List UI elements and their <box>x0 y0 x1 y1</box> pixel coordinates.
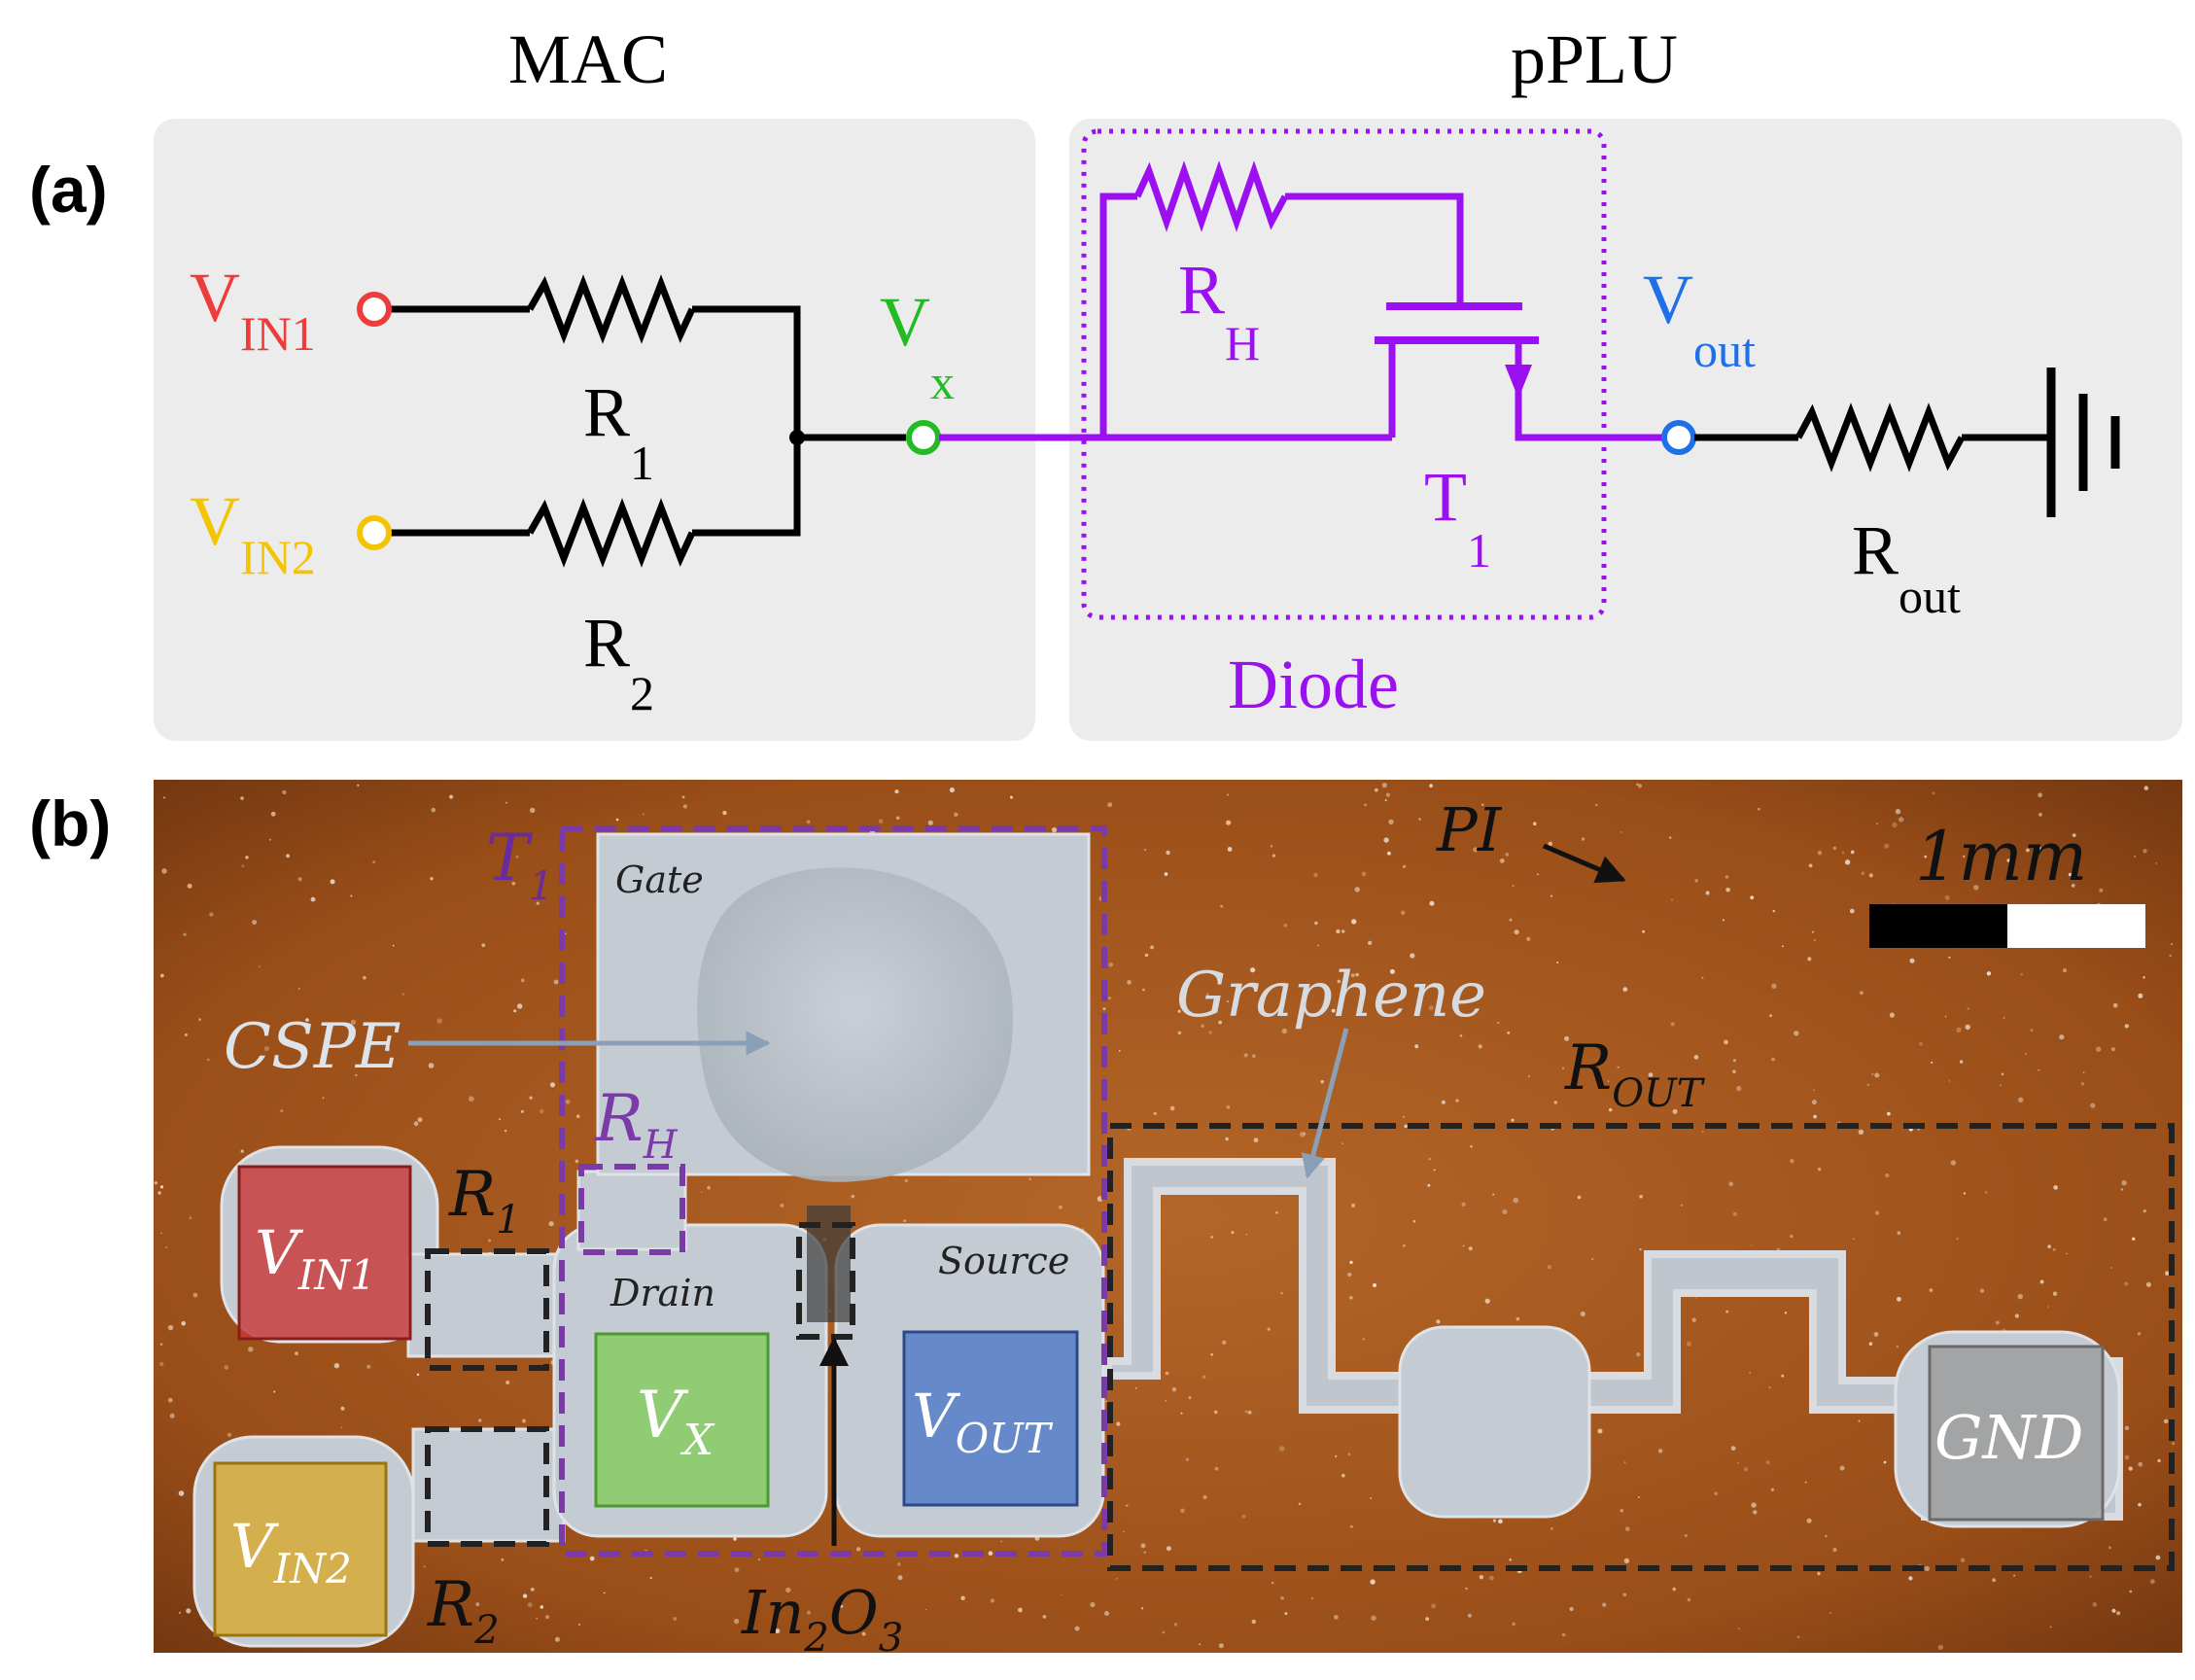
r2-track <box>411 1427 566 1543</box>
vout-photo-label: VOUT <box>912 1381 1054 1462</box>
gnd-photo-label: GND <box>1934 1402 2084 1473</box>
vx-photo-label: VX <box>637 1378 715 1465</box>
junction-dot <box>789 430 805 445</box>
cspe-blob <box>697 867 1013 1182</box>
source-label: Source <box>938 1240 1069 1282</box>
t1-label: T1 <box>1424 458 1491 578</box>
cspe-label: CSPE <box>224 1011 401 1083</box>
source-arrow-icon <box>1505 365 1532 399</box>
r1-dashed-box <box>425 1248 549 1371</box>
r2-label: R2 <box>583 604 654 720</box>
in2o3-dashed-box <box>796 1222 855 1340</box>
drain-label: Drain <box>610 1272 715 1314</box>
pi-arrow-icon <box>1543 843 1626 884</box>
graphene-label: Graphene <box>1176 960 1486 1032</box>
panel-a: (a) MAC pPLU VIN1 VIN2 R1 R2 Vx <box>29 20 2182 741</box>
vin2-photo-label: VIN2 <box>230 1511 352 1592</box>
vout-box <box>902 1330 1079 1507</box>
vout-terminal <box>1661 420 1696 455</box>
rh-label: RH <box>1178 251 1260 370</box>
rout-wiring <box>1694 402 2049 472</box>
dashed-regions <box>425 825 2175 1571</box>
pi-label: PI <box>1436 794 1503 865</box>
vx-box <box>594 1332 770 1508</box>
vx-label: Vx <box>880 283 955 409</box>
ground-icon <box>2046 368 2120 517</box>
t1-photo-label: T1 <box>486 821 553 909</box>
r2-resistor <box>526 498 696 568</box>
vin1-terminal <box>357 292 392 327</box>
panel-b: (b) <box>29 780 2182 1661</box>
mid-pad <box>1398 1325 1591 1519</box>
rout-photo-label: ROUT <box>1564 1032 1706 1116</box>
in2o3-label: In2O3 <box>741 1577 903 1661</box>
pplu-title: pPLU <box>1511 20 1678 98</box>
r1-photo-label: R1 <box>448 1159 521 1242</box>
panel-b-label: (b) <box>29 788 111 859</box>
vin2-terminal <box>357 515 392 550</box>
vin2-label: VIN2 <box>190 482 316 584</box>
rout-dashed-box <box>1107 1123 2175 1571</box>
mac-title: MAC <box>508 20 668 98</box>
r2-dashed-box <box>425 1426 549 1547</box>
scale-bar-black <box>1869 904 2007 948</box>
vx-terminal <box>906 420 941 455</box>
pplu-block <box>1069 119 2182 741</box>
mac-wiring <box>391 274 906 568</box>
gate-label: Gate <box>615 858 704 901</box>
graphene-arrow-icon <box>1301 1028 1349 1179</box>
mac-block <box>154 119 1035 741</box>
rh-track <box>576 1170 687 1251</box>
r1-resistor <box>526 274 696 344</box>
vin1-label: VIN1 <box>190 259 316 361</box>
rh-resistor <box>1133 160 1289 232</box>
rout-resistor <box>1794 402 1966 472</box>
diode-box <box>1081 128 1607 620</box>
vout-label: Vout <box>1643 261 1756 377</box>
r2-photo-label: R2 <box>427 1569 500 1653</box>
vin1-box <box>237 1165 412 1341</box>
rh-dashed-box <box>578 1164 685 1255</box>
r1-label: R1 <box>583 373 654 490</box>
vin1-photo-label: VIN1 <box>255 1217 376 1299</box>
rout-label: Rout <box>1852 511 1961 623</box>
t1-dashed-box <box>559 825 1107 1557</box>
panel-a-label: (a) <box>29 154 108 226</box>
diode-label: Diode <box>1228 646 1399 723</box>
r1-track <box>406 1252 566 1358</box>
scale-bar-white <box>2007 904 2145 948</box>
gnd-box <box>1928 1345 2105 1522</box>
vin2-box <box>213 1461 388 1637</box>
rh-photo-label: RH <box>594 1081 679 1168</box>
scale-label: 1mm <box>1915 817 2087 896</box>
